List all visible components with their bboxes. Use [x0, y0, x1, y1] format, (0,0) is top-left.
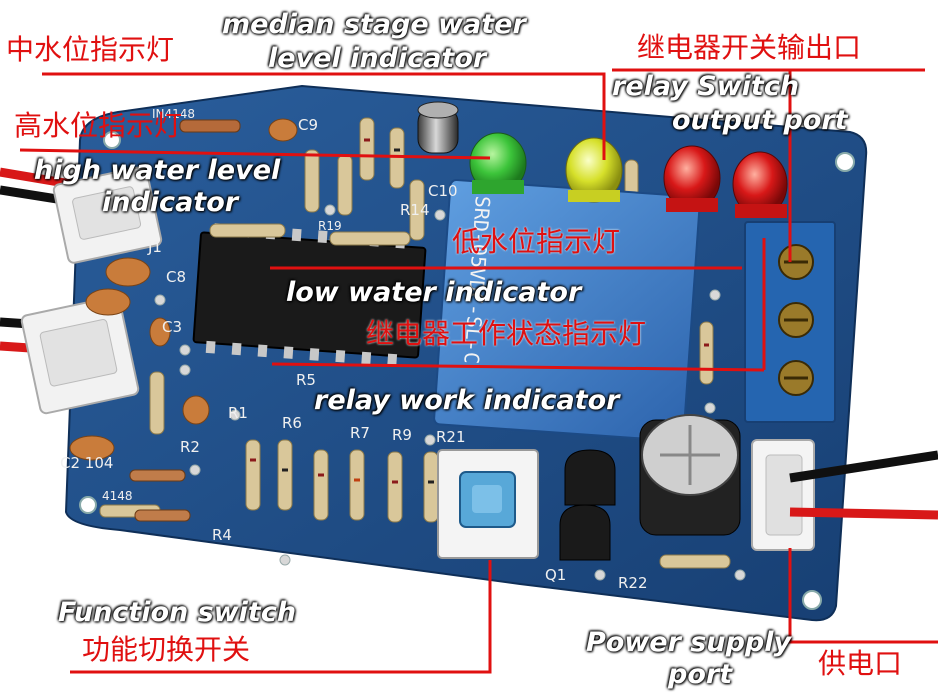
power-label-en-line2: port — [668, 659, 733, 690]
c8-marking: C8 — [166, 268, 186, 286]
r1-marking: R1 — [228, 404, 248, 422]
r14-marking: R14 — [400, 201, 430, 219]
high-label-en-line2: indicator — [102, 187, 239, 218]
r6-marking: R6 — [282, 414, 302, 432]
led-red-1 — [663, 145, 721, 212]
led-green — [469, 132, 527, 194]
relay-switch-label-cn: 继电器开关输出口 — [637, 31, 862, 64]
diode-marking: IN4148 — [152, 107, 195, 121]
r21-marking: R21 — [436, 428, 466, 446]
low-label-en: low water indicator — [286, 277, 582, 308]
r19-marking: R19 — [318, 219, 342, 233]
diodes — [129, 119, 241, 522]
small-electrolytic-cap — [417, 101, 459, 154]
function-switch-label-cn: 功能切换开关 — [82, 633, 251, 666]
power-connector — [751, 439, 815, 551]
r4-marking: R4 — [212, 526, 232, 544]
median-label-en-line1: median stage water — [222, 9, 526, 40]
r9-marking: R9 — [392, 426, 412, 444]
q1-marking: Q1 — [545, 566, 566, 584]
c10-marking: C10 — [428, 182, 458, 200]
left-connector-top — [52, 166, 163, 264]
c9-marking: C9 — [298, 116, 318, 134]
function-switch-label-en: Function switch — [58, 597, 297, 628]
resistors — [99, 117, 731, 569]
relay-switch-label-en-line1: relay Switch — [612, 71, 800, 102]
large-electrolytic-cap — [639, 414, 741, 536]
annotation-lines — [19, 68, 938, 674]
function-switch-button — [437, 449, 539, 559]
c3-marking: C3 — [162, 318, 182, 336]
ic-chip — [192, 223, 427, 367]
left-connector-bottom — [20, 295, 140, 415]
led-red-2 — [732, 151, 788, 218]
relay-switch-label-en-line2: output port — [672, 105, 848, 136]
power-label-en-line1: Power supply — [586, 627, 792, 658]
j1-marking: J1 — [147, 238, 162, 256]
r7-marking: R7 — [350, 424, 370, 442]
relay-work-label-en: relay work indicator — [314, 385, 620, 416]
low-label-cn: 低水位指示灯 — [452, 225, 621, 258]
r2-marking: R2 — [180, 438, 200, 456]
diode2-marking: 4148 — [102, 489, 133, 503]
relay-work-label-cn: 继电器工作状态指示灯 — [366, 317, 647, 350]
transistors — [559, 449, 616, 561]
r5-marking: R5 — [296, 371, 316, 389]
high-label-en-line1: high water level — [34, 155, 281, 186]
median-label-en-line2: level indicator — [268, 43, 487, 74]
power-label-cn: 供电口 — [818, 647, 903, 680]
led-yellow — [565, 137, 623, 203]
median-label-cn: 中水位指示灯 — [6, 33, 175, 66]
relay: SRD-05VDC-SL-C — [433, 178, 701, 443]
high-label-cn: 高水位指示灯 — [14, 109, 183, 142]
c2-marking: C2 104 — [60, 454, 113, 472]
r22-marking: R22 — [618, 574, 648, 592]
